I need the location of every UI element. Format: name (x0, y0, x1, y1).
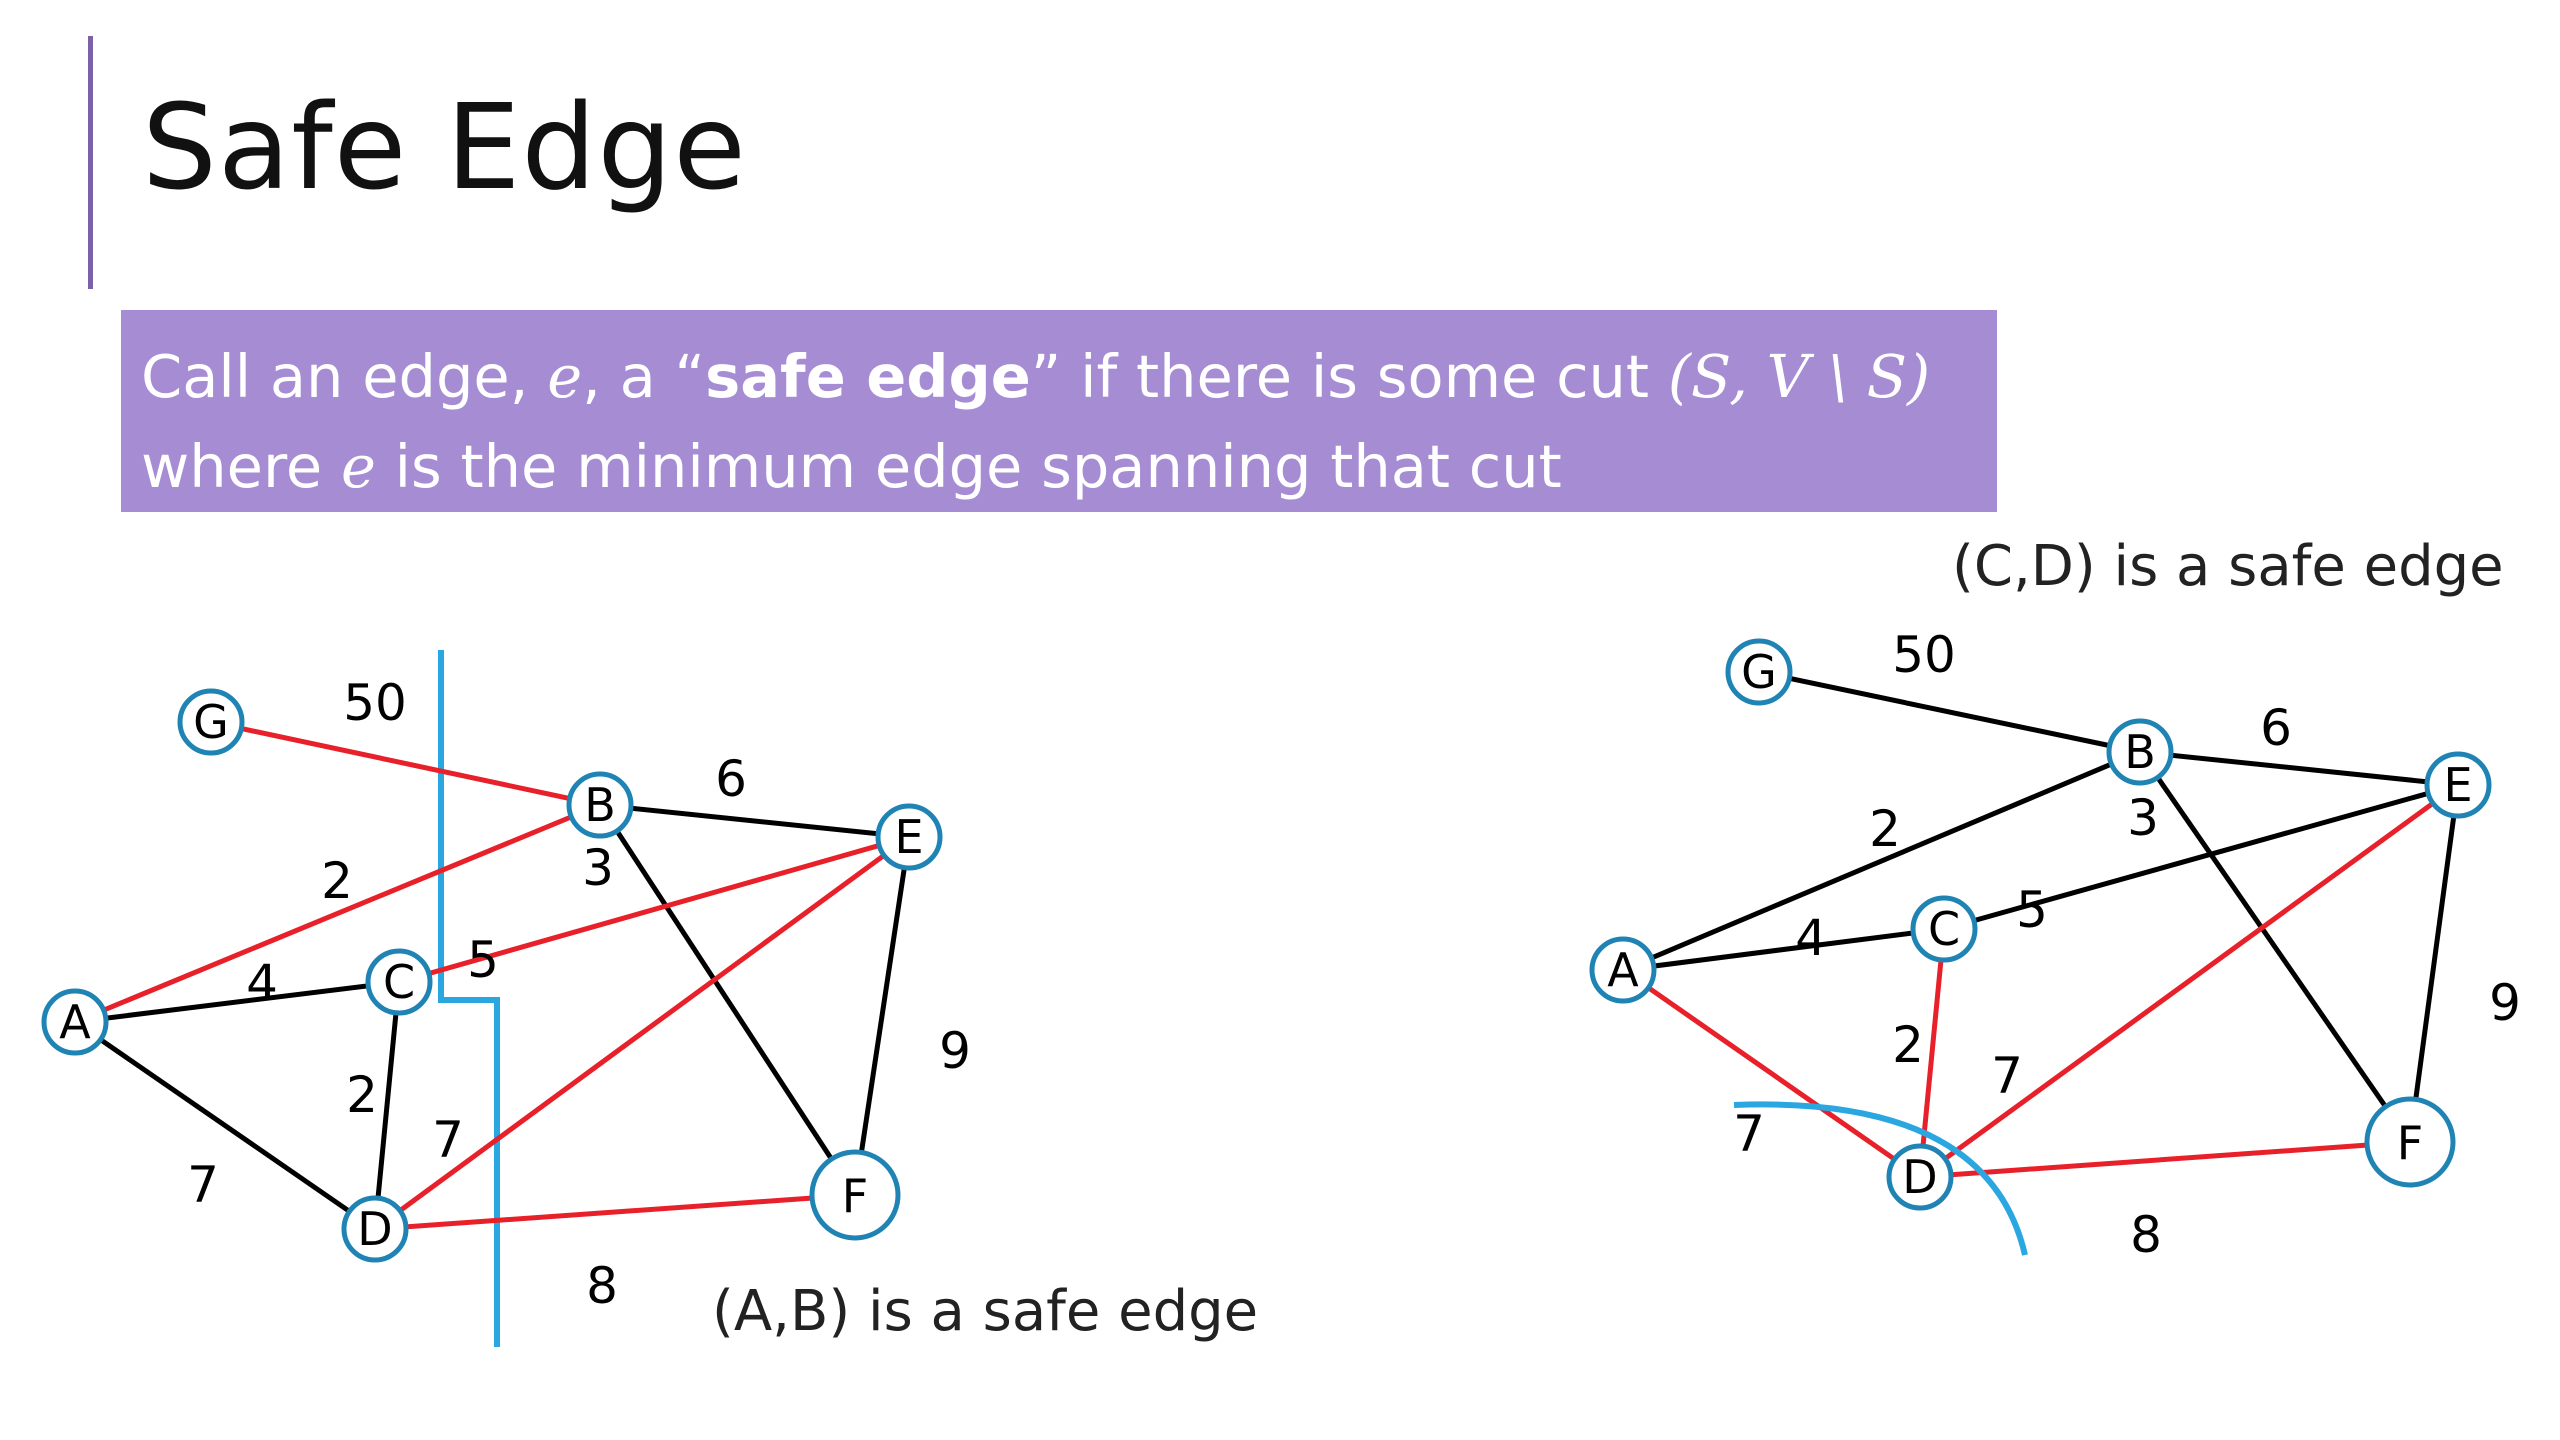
def-math-cut: (S, V \ S) (1667, 342, 1931, 411)
left-weight-C-D: 2 (346, 1066, 378, 1124)
def-text: , a “ (582, 342, 706, 411)
left-node-F-label: F (842, 1169, 868, 1223)
right-node-A-label: A (1607, 943, 1639, 997)
right-edge-E-F (2407, 784, 2461, 1143)
def-math-e: e (340, 432, 376, 501)
left-weight-D-F: 8 (586, 1257, 618, 1315)
left-weight-B-E: 6 (715, 750, 747, 808)
right-cut-curve (1733, 1101, 2028, 1256)
left-edge-B-E (599, 802, 910, 840)
left-weight-B-F: 3 (582, 839, 614, 897)
right-node-D: D (1886, 1143, 1954, 1211)
left-weight-C-E: 5 (467, 931, 499, 989)
left-edge-A-B (74, 802, 601, 1025)
accent-bar (88, 36, 93, 289)
left-node-G: G (177, 688, 245, 756)
definition-line-1: Call an edge, e, a “safe edge” if there … (141, 332, 1997, 422)
left-node-A: A (41, 988, 109, 1056)
left-node-D: D (341, 1195, 409, 1263)
left-node-E-label: E (894, 810, 923, 864)
right-weight-E-F: 9 (2489, 974, 2521, 1032)
right-edge-A-B (1622, 749, 2141, 973)
left-node-B: B (566, 771, 634, 839)
right-edge-C-E (1943, 782, 2459, 932)
right-node-G-label: G (1741, 645, 1777, 699)
left-caption: (A,B) is a safe edge (712, 1279, 1258, 1344)
right-edge-A-D (1621, 967, 1922, 1180)
right-weight-D-F: 8 (2130, 1206, 2162, 1264)
right-weight-C-E: 5 (2016, 881, 2048, 939)
left-edge-C-E (398, 834, 910, 985)
right-graph: (C,D) is a safe edge G B E C (1589, 534, 2521, 1264)
right-weight-A-B: 2 (1869, 800, 1901, 858)
right-weight-D-E: 7 (1991, 1047, 2023, 1105)
left-edge-E-F (852, 836, 912, 1196)
right-weight-B-F: 3 (2127, 789, 2159, 847)
def-text: where (141, 432, 341, 501)
right-edge-D-F (1919, 1139, 2411, 1180)
slide-title: Safe Edge (142, 78, 747, 216)
right-node-B: B (2106, 718, 2174, 786)
right-weight-G-B: 50 (1892, 626, 1956, 684)
left-graph: G B E A C D F 50 6 2 3 4 5 (41, 650, 1258, 1347)
left-edge-G-B (210, 719, 601, 808)
right-edge-D-E (1918, 782, 2460, 1180)
def-text: Call an edge, (141, 342, 548, 411)
left-node-G-label: G (193, 695, 229, 749)
right-node-E-label: E (2443, 758, 2472, 812)
right-node-C: C (1910, 895, 1978, 963)
left-weight-D-E: 7 (432, 1111, 464, 1169)
right-node-B-label: B (2124, 725, 2156, 779)
left-node-C: C (365, 948, 433, 1016)
right-weight-A-D: 7 (1733, 1105, 1765, 1163)
left-edge-B-F (597, 803, 858, 1197)
right-node-A: A (1589, 936, 1657, 1004)
right-node-F: F (2364, 1096, 2456, 1188)
def-text: is the minimum edge spanning that cut (375, 432, 1562, 501)
definition-line-2: where e is the minimum edge spanning tha… (141, 422, 1997, 512)
def-text: ” if there is some cut (1030, 342, 1668, 411)
left-cut-line (438, 650, 500, 1347)
right-edge-A-C (1622, 926, 1945, 973)
left-node-C-label: C (383, 955, 415, 1009)
right-edge-B-F (2137, 750, 2413, 1144)
right-weight-A-C: 4 (1795, 909, 1827, 967)
left-weight-G-B: 50 (343, 674, 407, 732)
right-weight-C-D: 2 (1892, 1016, 1924, 1074)
def-math-e: e (547, 342, 583, 411)
right-node-G: G (1725, 638, 1793, 706)
left-weight-A-D: 7 (187, 1156, 219, 1214)
right-node-C-label: C (1928, 902, 1960, 956)
def-bold-term: safe edge (705, 342, 1031, 411)
right-node-E: E (2424, 751, 2492, 819)
right-edge-G-B (1758, 669, 2141, 755)
right-caption: (C,D) is a safe edge (1952, 534, 2504, 599)
left-edge-C-D (372, 981, 402, 1230)
left-weight-E-F: 9 (939, 1022, 971, 1080)
right-node-D-label: D (1902, 1150, 1937, 1204)
left-node-E: E (875, 803, 943, 871)
right-edge-B-E (2139, 749, 2459, 788)
left-weight-A-B: 2 (321, 852, 353, 910)
left-node-A-label: A (59, 995, 91, 1049)
left-node-F: F (809, 1149, 901, 1241)
left-node-D-label: D (357, 1202, 392, 1256)
left-edge-D-E (373, 834, 911, 1232)
left-edge-A-D (73, 1019, 377, 1232)
left-edge-D-F (374, 1192, 856, 1232)
right-weight-B-E: 6 (2260, 699, 2292, 757)
left-weight-A-C: 4 (246, 954, 278, 1012)
right-node-F-label: F (2397, 1116, 2423, 1170)
left-edge-A-C (74, 979, 400, 1025)
left-node-B-label: B (584, 778, 616, 832)
definition-box: Call an edge, e, a “safe edge” if there … (121, 310, 1997, 512)
